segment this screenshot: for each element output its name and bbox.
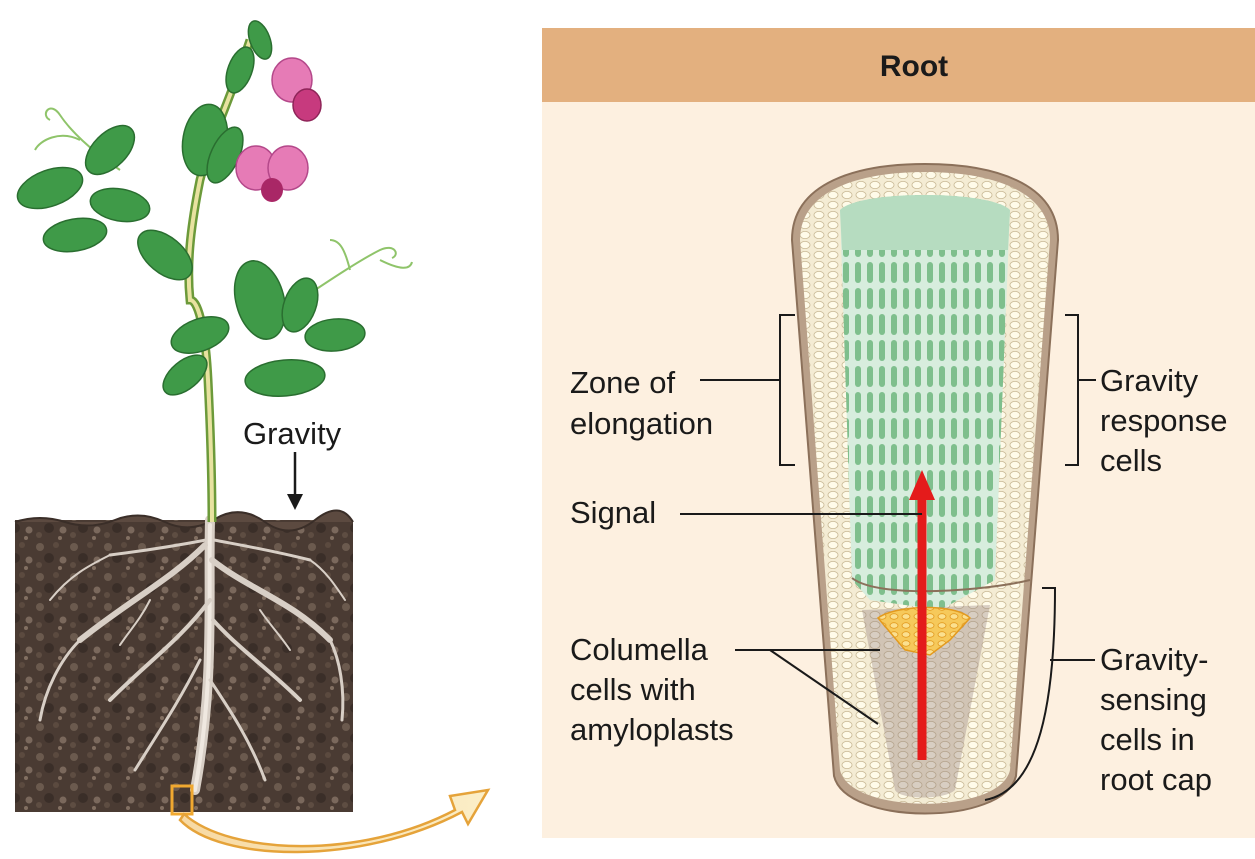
signal-label: Signal: [570, 495, 656, 530]
leaves: [12, 18, 366, 403]
root-panel: Root: [542, 28, 1255, 838]
plant-illustration: Gravity: [12, 18, 488, 852]
gravity-label: Gravity: [243, 416, 342, 451]
panel-title: Root: [880, 50, 948, 83]
